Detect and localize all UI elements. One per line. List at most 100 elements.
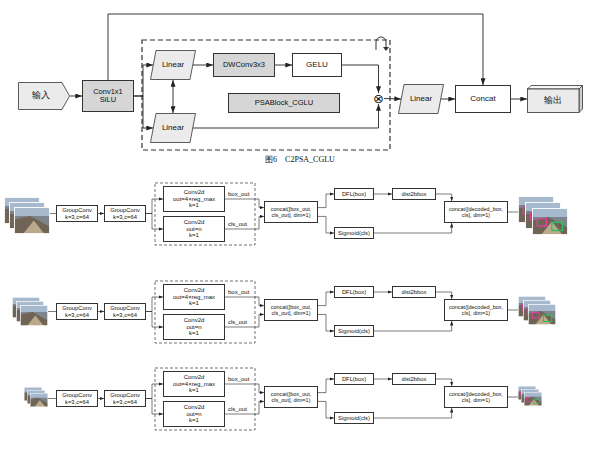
connector-arrow: [225, 314, 264, 327]
groupconv-box: GroupConv k=3,c=64: [104, 390, 146, 407]
decode-box: dist2bbox: [392, 286, 436, 298]
node-text: DWConv3x3: [223, 61, 265, 69]
node-text: Conv2d out=4×reg_max k=1: [170, 287, 218, 307]
head-group-border: [155, 281, 255, 343]
node-text: GroupConv k=3,c=64: [106, 392, 144, 405]
decode-box: dist2bbox: [392, 373, 436, 385]
concat-box: concat([decoded_box, cls], dim=1): [444, 201, 508, 223]
decode-box: dist2bbox: [392, 188, 436, 200]
conv2d-box: Conv2d out=n k=1: [163, 216, 225, 242]
image-out-line: [508, 397, 518, 398]
output-photo: [524, 392, 542, 406]
connector-arrow: [374, 408, 452, 418]
groupconv-box: GroupConv k=3,c=64: [56, 390, 98, 407]
parallelogram-outline: [151, 114, 196, 143]
linear-layer: Linear: [150, 113, 196, 143]
connector-arrow: [342, 65, 379, 93]
node-text: dist2bbox: [402, 191, 427, 197]
node-text: DFL(box): [342, 191, 366, 197]
connector-arrow: [193, 104, 379, 128]
node-text: concat([decoded_box, cls], dim=1): [447, 304, 505, 316]
groupconv-box: GroupConv k=3,c=64: [56, 303, 98, 320]
connector-arrow: [70, 96, 82, 97]
connector-arrow: [146, 399, 163, 415]
connector-arrow: [225, 199, 264, 208]
connector-arrow: [374, 379, 392, 380]
connector-arrow: [173, 80, 174, 113]
output-terminal: 输出: [527, 85, 583, 113]
connector-arrow: [374, 194, 392, 195]
image-out-line: [508, 212, 518, 213]
groupconv-box: GroupConv k=3,c=64: [56, 205, 98, 222]
node-text: Linear: [162, 124, 184, 133]
connector-arrow: [318, 379, 334, 393]
node-text: concat([box_out, cls_out], dim=1): [267, 304, 315, 316]
connector-arrow: [146, 214, 163, 230]
node-text: Conv2d out=n k=1: [183, 317, 205, 337]
connector-arrow: [436, 292, 452, 299]
head-group-border: [155, 368, 255, 430]
edge-label: box_out: [228, 289, 249, 295]
node-text: ⊗: [373, 93, 384, 104]
figure-caption: 图6 C2PSA_CGLU: [0, 154, 600, 165]
input-photo: [30, 393, 48, 407]
edge-label: cls_out: [228, 406, 247, 412]
connector-arrow: [225, 401, 264, 414]
node-text: Linear: [162, 61, 184, 70]
connector-arrow: [225, 297, 264, 306]
connector-arrow: [511, 99, 527, 100]
output-photo: [528, 304, 556, 325]
node-text: GroupConv k=3,c=64: [58, 305, 96, 318]
dfl-box: DFL(box): [334, 373, 374, 385]
edge-label: cls_out: [228, 319, 247, 325]
connector-arrow: [225, 384, 264, 393]
connector-arrow: [134, 96, 153, 128]
node-text: Conv2d out=n k=1: [183, 404, 205, 424]
connector-arrow: [98, 213, 104, 214]
dfl-box: DFL(box): [334, 188, 374, 200]
image-feed-line: [48, 311, 56, 312]
node-text: Conv2d out=4×reg_max k=1: [170, 189, 218, 209]
node-text: GroupConv k=3,c=64: [58, 207, 96, 220]
connector-arrow: [318, 194, 334, 208]
connector-arrow: [134, 65, 153, 96]
groupconv-box: GroupConv k=3,c=64: [104, 303, 146, 320]
parallelogram-outline: [151, 51, 196, 80]
conv-block: DWConv3x3: [213, 53, 275, 77]
connector-arrow: [146, 312, 163, 328]
image-feed-line: [48, 398, 56, 399]
node-text: 输出: [544, 96, 562, 106]
conv2d-box: Conv2d out=4×reg_max k=1: [163, 186, 225, 212]
concat-box: concat([decoded_box, cls], dim=1): [444, 386, 508, 408]
connector-arrow: [441, 99, 455, 100]
box-top-face: [528, 86, 583, 90]
head-group-border: [155, 183, 255, 245]
connector-arrow: [146, 297, 163, 312]
node-text: Sigmoid(cls): [338, 415, 370, 421]
multiply-symbol: ⊗: [373, 93, 384, 104]
node-text: Conv1x1 SiLU: [89, 88, 127, 105]
node-text: GroupConv k=3,c=64: [58, 392, 96, 405]
input-photo: [20, 305, 48, 326]
concat-box: concat([decoded_box, cls], dim=1): [444, 299, 508, 321]
sigmoid-box: Sigmoid(cls): [334, 325, 374, 337]
image-out-line: [508, 310, 518, 311]
connector-arrow: [374, 223, 452, 233]
edge-label: box_out: [228, 191, 249, 197]
box-side-face: [579, 86, 583, 113]
dfl-box: DFL(box): [334, 286, 374, 298]
input-terminal: 输入: [18, 82, 70, 110]
conv2d-box: Conv2d out=n k=1: [163, 314, 225, 340]
linear-layer: Linear: [398, 84, 444, 114]
node-text: concat([box_out, cls_out], dim=1): [267, 206, 315, 218]
node-text: GroupConv k=3,c=64: [106, 207, 144, 220]
block-label-box: PSABlock_CGLU: [228, 93, 340, 113]
connector-arrow: [318, 292, 334, 306]
output-photo: [532, 208, 568, 235]
conv2d-box: Conv2d out=n k=1: [163, 401, 225, 427]
node-text: concat([box_out, cls_out], dim=1): [267, 391, 315, 403]
box-front-face: [528, 89, 580, 113]
connector-arrow: [384, 98, 401, 100]
connector-arrow: [318, 401, 334, 418]
